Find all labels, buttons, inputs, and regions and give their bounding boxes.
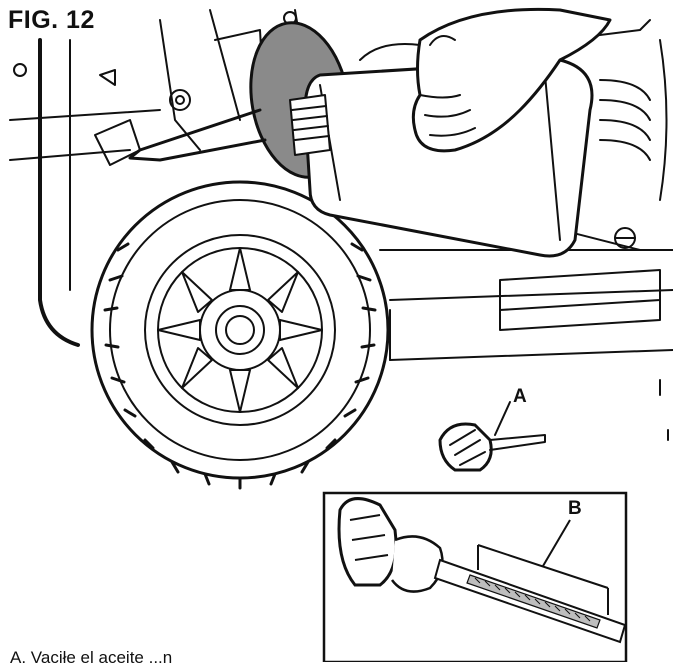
callout-label-b: B	[568, 498, 582, 519]
wheel	[90, 180, 390, 490]
hand	[411, 7, 612, 153]
caption-text: A. Vaciłe el aceite ...n	[10, 648, 173, 667]
dipstick-inset-box	[322, 491, 628, 664]
callout-label-a: A	[513, 386, 527, 407]
dipstick-cap-a	[438, 401, 546, 472]
figure-title: FIG. 12	[8, 6, 95, 34]
